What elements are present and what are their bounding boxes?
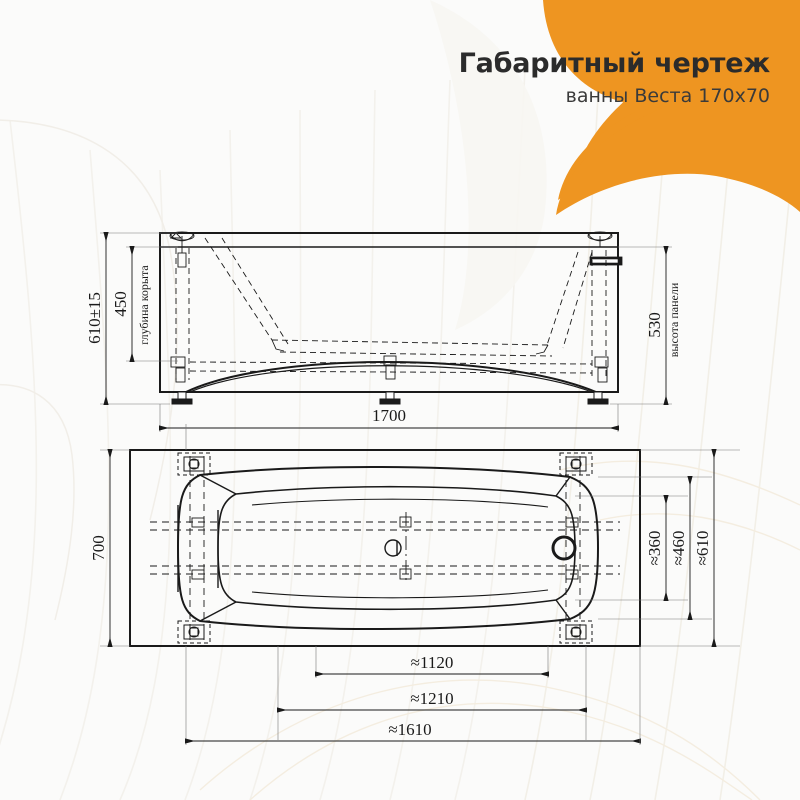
label-panel-height: высота панели (667, 282, 681, 357)
dim-panel-height: 530 (645, 312, 664, 338)
dim-plan-inner-a: ≈360 (645, 531, 664, 566)
page-title: Габаритный чертеж (458, 48, 771, 79)
elevation-view (100, 231, 672, 432)
plan-view (100, 424, 740, 745)
dim-plan-length-c: ≈1610 (388, 720, 431, 739)
dim-total-length: 1700 (372, 406, 406, 425)
page-subtitle: ванны Веста 170х70 (565, 85, 770, 108)
dim-bowl-depth: 450 (111, 291, 130, 317)
title-block: Габаритный чертеж ванны Веста 170х70 (458, 48, 771, 108)
dim-total-height: 610±15 (85, 292, 104, 344)
dim-plan-inner-c: ≈610 (693, 531, 712, 566)
dim-plan-length-b: ≈1210 (410, 689, 453, 708)
dim-plan-length-a: ≈1120 (411, 653, 454, 672)
label-bowl-depth: глубина корыта (137, 265, 151, 345)
dim-plan-width: 700 (89, 535, 108, 561)
dim-plan-inner-b: ≈460 (669, 531, 688, 566)
